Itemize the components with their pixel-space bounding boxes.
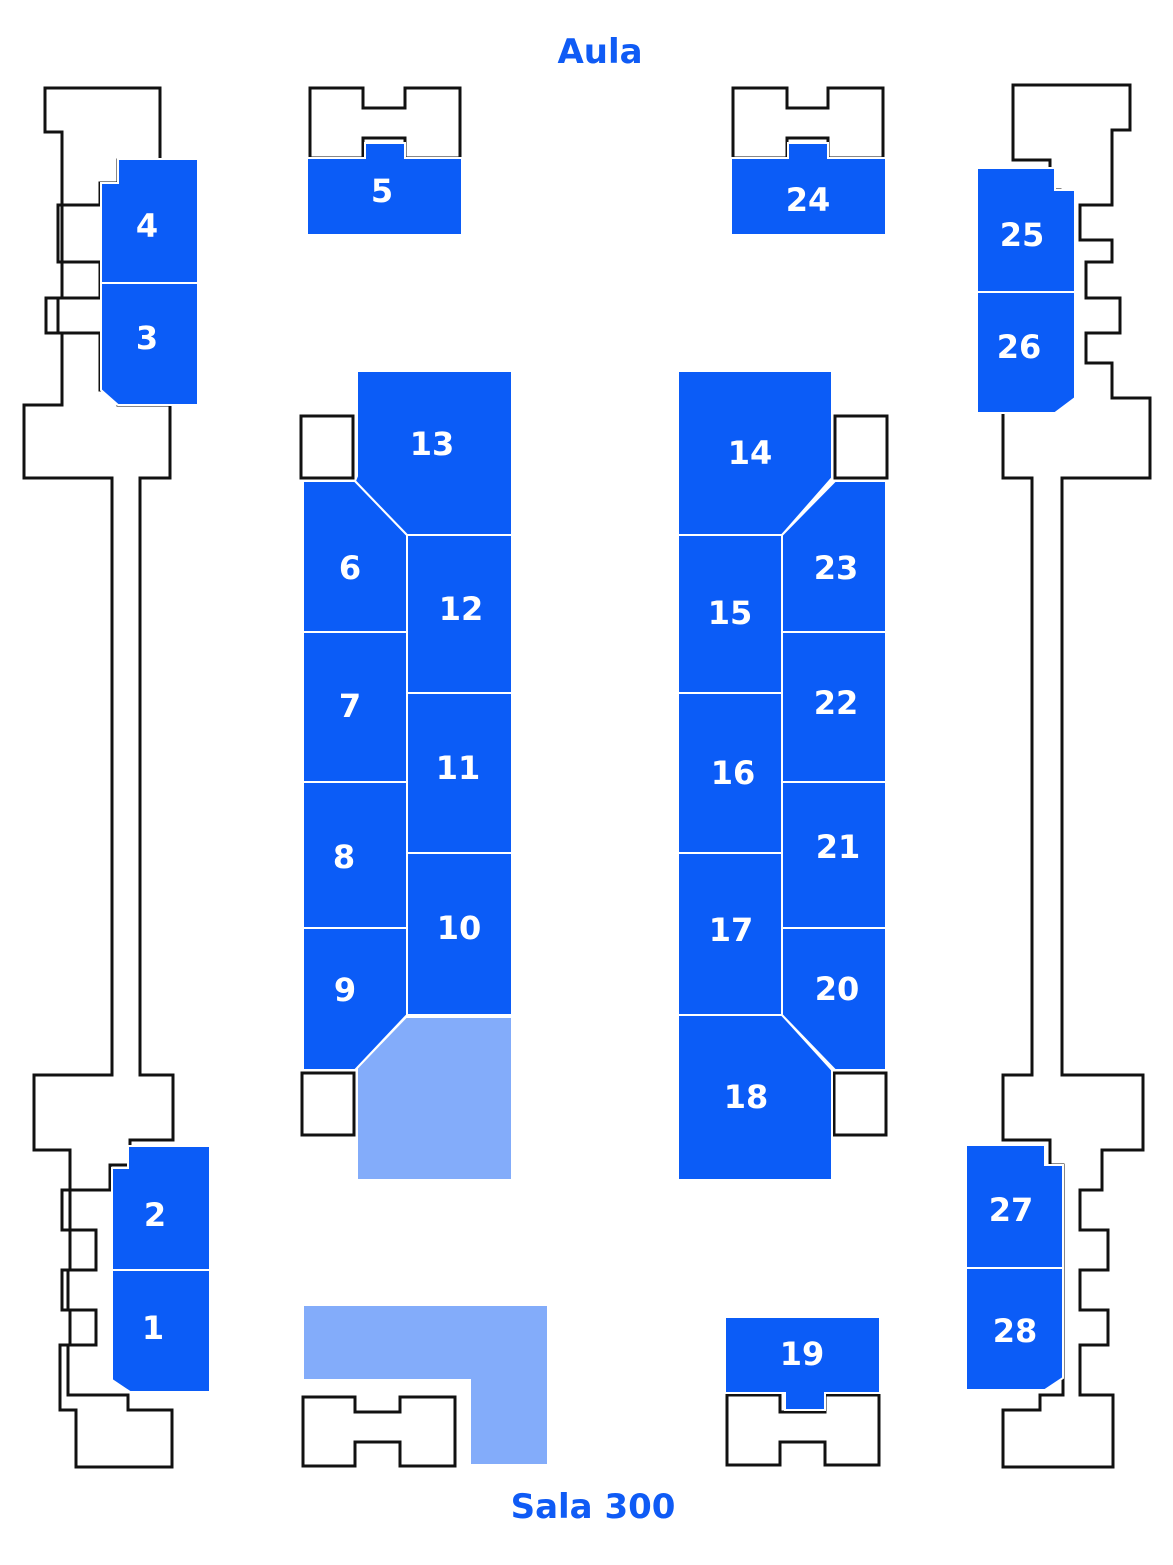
booth-10[interactable] [406, 852, 513, 1016]
booth-15[interactable] [677, 534, 783, 694]
booth-22[interactable] [781, 631, 887, 783]
pillar-bottom-right [725, 1393, 881, 1467]
booth-8[interactable] [302, 781, 408, 929]
booth-7[interactable] [302, 631, 408, 783]
reserved-areas [302, 1016, 549, 1466]
booth-1[interactable] [111, 1269, 211, 1393]
booth-14[interactable] [677, 370, 833, 536]
booth-21[interactable] [781, 781, 887, 929]
booth-11[interactable] [406, 692, 513, 854]
pillar-square-2 [833, 414, 889, 480]
pillar-square-4 [832, 1071, 888, 1137]
hall-label-top: Aula [557, 32, 642, 72]
booth-numbers: 1 2 3 4 5 6 7 8 9 10 11 12 13 14 15 16 1… [136, 172, 1044, 1373]
booths [100, 142, 1076, 1411]
booth-18[interactable] [677, 1014, 833, 1181]
booth-23[interactable] [781, 480, 887, 633]
pillar-square-1 [299, 414, 355, 480]
booth-26[interactable] [976, 291, 1076, 414]
booth-13[interactable] [353, 370, 513, 536]
walls [22, 83, 1152, 1469]
reserved-area-bottom [302, 1304, 549, 1466]
pillar-bottom-left [301, 1395, 457, 1468]
booth-28[interactable] [965, 1267, 1064, 1391]
booth-4[interactable] [100, 158, 199, 284]
booth-3[interactable] [100, 282, 199, 406]
booth-19[interactable] [724, 1316, 881, 1411]
booth-24[interactable] [730, 142, 887, 236]
booth-5[interactable] [306, 142, 463, 236]
left-wall-outline [22, 86, 175, 1469]
hall-label-bottom: Sala 300 [511, 1487, 676, 1527]
booth-16[interactable] [677, 692, 783, 854]
booth-27[interactable] [965, 1144, 1064, 1269]
pillar-square-3 [300, 1071, 356, 1137]
booth-2[interactable] [111, 1145, 211, 1271]
booth-9[interactable] [302, 927, 408, 1071]
booth-12[interactable] [406, 534, 513, 694]
booth-17[interactable] [677, 852, 783, 1016]
